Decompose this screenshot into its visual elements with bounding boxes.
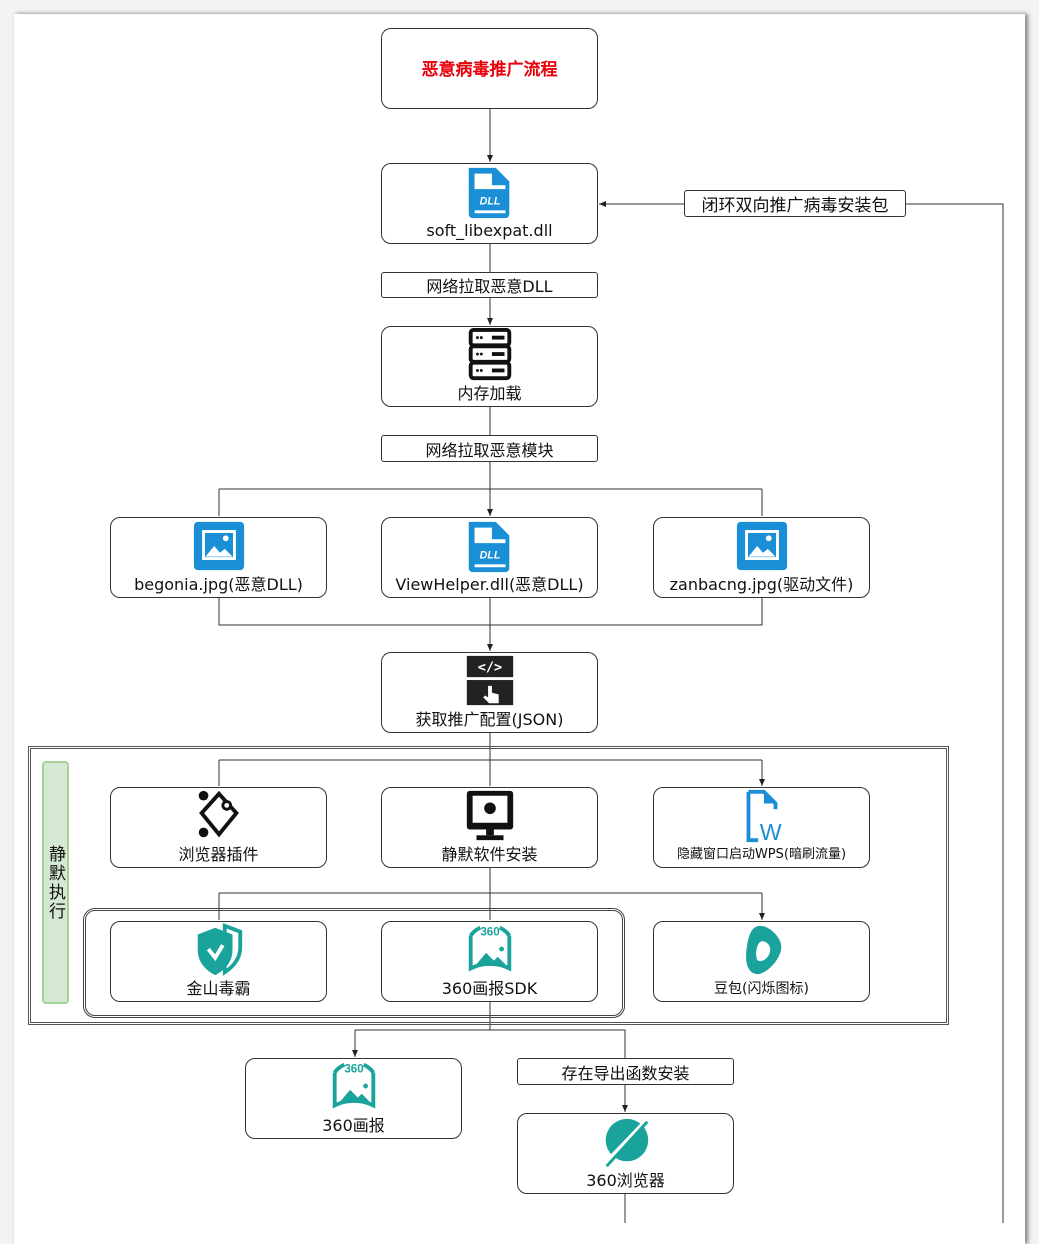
memory-load-node[interactable]: 内存加载 (381, 326, 598, 407)
title-text: 恶意病毒推广流程 (421, 60, 558, 80)
pull-module-label: 网络拉取恶意模块 (381, 435, 598, 462)
image-icon (193, 521, 244, 571)
browser-plugin-node[interactable]: 浏览器插件 (110, 787, 327, 868)
wps-node[interactable]: W 隐藏窗口启动WPS(暗刷流量) (653, 787, 870, 868)
begonia-node[interactable]: begonia.jpg(恶意DLL) (110, 517, 327, 598)
loop-label: 闭环双向推广病毒安装包 (684, 190, 906, 217)
panorama-360-icon: 360 (468, 925, 511, 972)
node-label: 静默软件安装 (441, 845, 538, 864)
svg-text:DLL: DLL (479, 196, 500, 208)
soft-dll-node[interactable]: DLL soft_libexpat.dll (381, 163, 598, 244)
silent-install-node[interactable]: 静默软件安装 (381, 787, 598, 868)
browser360-node[interactable]: 360浏览器 (517, 1113, 734, 1194)
svg-text:360: 360 (344, 1064, 363, 1076)
svg-text:</>: </> (477, 659, 501, 675)
monitor-icon (466, 790, 513, 841)
word-file-icon: W (746, 789, 781, 844)
huabao360-node[interactable]: 360 360画报 (245, 1058, 462, 1139)
image-icon (736, 521, 787, 571)
pull-dll-label: 网络拉取恶意DLL (381, 272, 598, 298)
shield-check-icon (197, 923, 242, 976)
svg-text:DLL: DLL (479, 550, 500, 562)
node-label: 隐藏窗口启动WPS(暗刷流量) (676, 847, 847, 862)
dll-file-icon: DLL (468, 167, 509, 219)
title-node[interactable]: 恶意病毒推广流程 (381, 28, 598, 109)
node-label: 金山毒霸 (186, 979, 251, 998)
sdk360-node[interactable]: 360 360画报SDK (381, 921, 598, 1002)
panorama-360-icon: 360 (332, 1062, 375, 1109)
puzzle-plugin-icon (198, 790, 239, 838)
node-label: 浏览器插件 (178, 845, 259, 864)
doubao-icon (745, 925, 781, 975)
browser-360-icon (602, 1116, 651, 1168)
doubao-node[interactable]: 豆包(闪烁图标) (653, 921, 870, 1002)
group-label: 静默执行 (42, 761, 69, 1004)
node-label: ViewHelper.dll(恶意DLL) (395, 575, 584, 594)
export-install-label: 存在导出函数安装 (517, 1058, 734, 1085)
node-label: 360画报SDK (441, 979, 538, 998)
node-label: soft_libexpat.dll (426, 221, 553, 240)
jinshan-node[interactable]: 金山毒霸 (110, 921, 327, 1002)
node-label: 豆包(闪烁图标) (714, 981, 809, 997)
svg-text:W: W (759, 819, 781, 844)
dll-file-icon: DLL (468, 521, 509, 573)
node-label: 获取推广配置(JSON) (415, 710, 564, 729)
node-label: 内存加载 (457, 384, 522, 403)
svg-text:360: 360 (480, 927, 499, 939)
code-click-icon: </> (466, 655, 513, 706)
node-label: 360浏览器 (586, 1171, 665, 1190)
node-label: zanbacng.jpg(驱动文件) (669, 575, 854, 594)
json-config-node[interactable]: </> 获取推广配置(JSON) (381, 652, 598, 733)
node-label: 360画报 (322, 1116, 385, 1135)
silent-execution-group (28, 746, 949, 1025)
zanbacng-node[interactable]: zanbacng.jpg(驱动文件) (653, 517, 870, 598)
viewhelper-node[interactable]: DLL ViewHelper.dll(恶意DLL) (381, 517, 598, 598)
node-label: begonia.jpg(恶意DLL) (134, 575, 303, 594)
server-icon (468, 327, 511, 381)
sdk-subgroup (83, 908, 625, 1018)
